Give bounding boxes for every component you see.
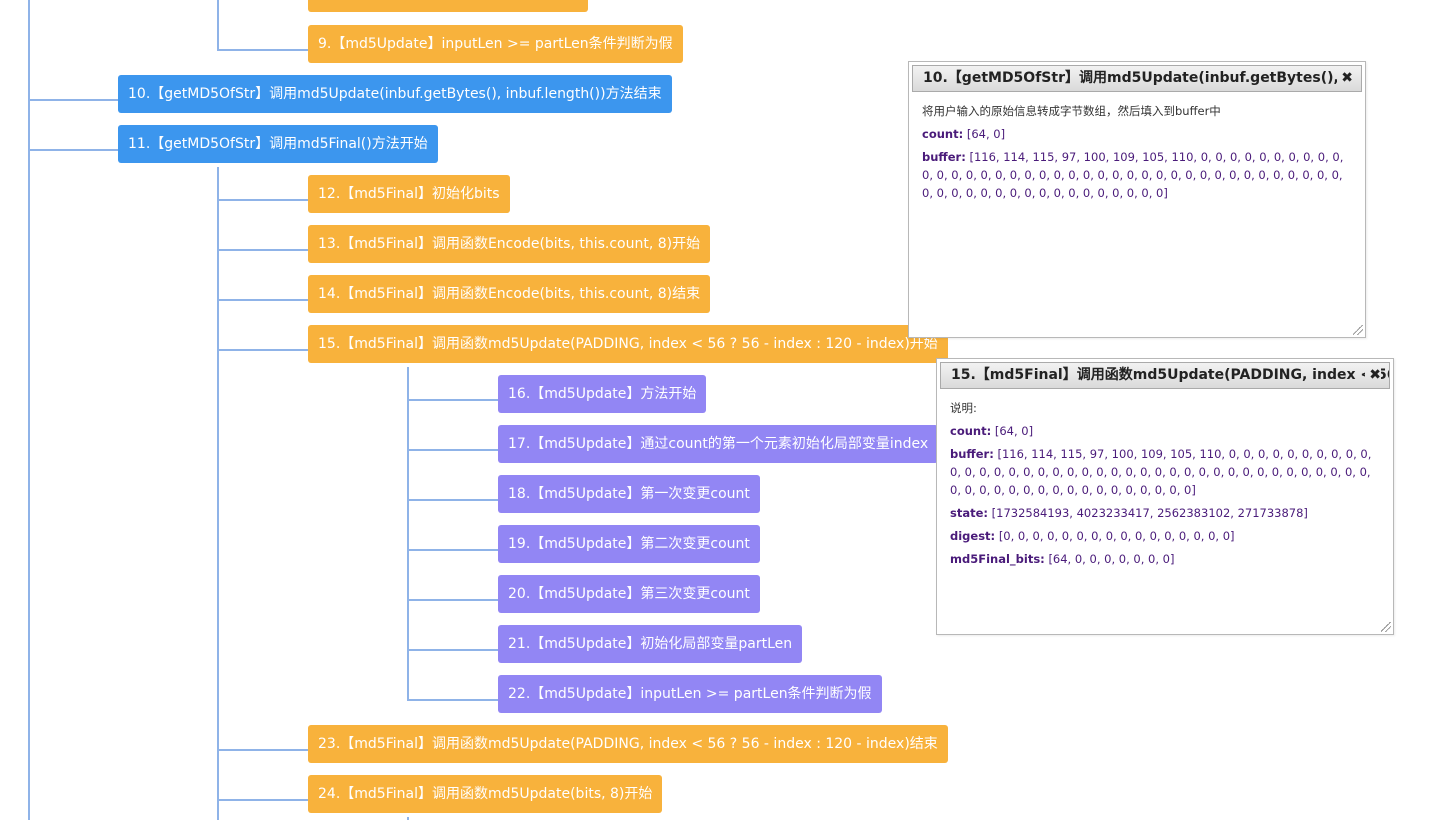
tree-node-19[interactable]: 19.【md5Update】第二次变更count — [498, 525, 760, 563]
tree-node-8[interactable]: 8.【md5Update】... — [308, 0, 588, 12]
connector-12 — [217, 199, 309, 201]
field-md5final-bits: md5Final_bits: [64, 0, 0, 0, 0, 0, 0, 0] — [950, 550, 1380, 568]
connector-23 — [217, 749, 309, 751]
field-key: digest: — [950, 529, 996, 543]
panel-description: 说明: — [950, 401, 977, 415]
tree-node-20[interactable]: 20.【md5Update】第三次变更count — [498, 575, 760, 613]
tree-node-11[interactable]: 11.【getMD5OfStr】调用md5Final()方法开始 — [118, 125, 438, 163]
detail-panel-15: 15.【md5Final】调用函数md5Update(PADDING, inde… — [936, 358, 1394, 635]
close-icon[interactable]: ✖ — [1365, 363, 1381, 388]
detail-panel-15-body: 说明: count: [64, 0] buffer: [116, 114, 11… — [950, 399, 1380, 573]
connector-24 — [217, 799, 309, 801]
connector-15 — [217, 349, 309, 351]
tree-node-9[interactable]: 9.【md5Update】inputLen >= partLen条件判断为假 — [308, 25, 683, 63]
branch-line-level3-b — [407, 817, 409, 820]
tree-trunk-line — [28, 0, 30, 820]
field-count: count: [64, 0] — [950, 422, 1380, 440]
field-key: count: — [922, 127, 964, 141]
tree-node-15[interactable]: 15.【md5Final】调用函数md5Update(PADDING, inde… — [308, 325, 948, 363]
field-value: [64, 0, 0, 0, 0, 0, 0, 0] — [1048, 552, 1175, 566]
tree-node-21[interactable]: 21.【md5Update】初始化局部变量partLen — [498, 625, 803, 663]
field-value: [116, 114, 115, 97, 100, 109, 105, 110, … — [922, 150, 1344, 200]
field-value: [64, 0] — [966, 127, 1006, 141]
tree-node-16[interactable]: 16.【md5Update】方法开始 — [498, 375, 707, 413]
detail-panel-10-title: 10.【getMD5OfStr】调用md5Update(inbuf.getByt… — [923, 70, 1339, 86]
detail-panel-15-titlebar[interactable]: 15.【md5Final】调用函数md5Update(PADDING, inde… — [940, 362, 1390, 389]
field-value: [64, 0] — [994, 424, 1034, 438]
resize-handle-icon[interactable] — [1353, 325, 1363, 335]
tree-node-22[interactable]: 22.【md5Update】inputLen >= partLen条件判断为假 — [498, 675, 882, 713]
branch-line-level2-a — [217, 0, 219, 50]
branch-line-level3 — [407, 367, 409, 700]
field-value: [116, 114, 115, 97, 100, 109, 105, 110, … — [950, 447, 1372, 497]
field-state: state: [1732584193, 4023233417, 25623831… — [950, 504, 1380, 522]
tree-node-12[interactable]: 12.【md5Final】初始化bits — [308, 175, 510, 213]
connector-22 — [407, 699, 499, 701]
connector-21 — [407, 649, 499, 651]
connector-17 — [407, 449, 499, 451]
branch-line-level2-b — [217, 167, 219, 820]
connector-11 — [28, 149, 118, 151]
connector-20 — [407, 599, 499, 601]
tree-node-13[interactable]: 13.【md5Final】调用函数Encode(bits, this.count… — [308, 225, 711, 263]
panel-description: 将用户输入的原始信息转成字节数组，然后填入到buffer中 — [922, 104, 1221, 118]
close-icon[interactable]: ✖ — [1337, 66, 1353, 91]
resize-handle-icon[interactable] — [1381, 622, 1391, 632]
tree-node-10[interactable]: 10.【getMD5OfStr】调用md5Update(inbuf.getByt… — [118, 75, 672, 113]
field-key: count: — [950, 424, 992, 438]
field-value: [1732584193, 4023233417, 2562383102, 271… — [991, 506, 1308, 520]
field-key: state: — [950, 506, 988, 520]
detail-panel-10-body: 将用户输入的原始信息转成字节数组，然后填入到buffer中 count: [64… — [922, 102, 1352, 207]
field-key: buffer: — [922, 150, 966, 164]
field-key: buffer: — [950, 447, 994, 461]
connector-13 — [217, 249, 309, 251]
detail-panel-10-titlebar[interactable]: 10.【getMD5OfStr】调用md5Update(inbuf.getByt… — [912, 65, 1362, 92]
field-value: [0, 0, 0, 0, 0, 0, 0, 0, 0, 0, 0, 0, 0, … — [998, 529, 1235, 543]
connector-9 — [217, 49, 309, 51]
field-buffer: buffer: [116, 114, 115, 97, 100, 109, 10… — [922, 148, 1352, 202]
tree-node-23[interactable]: 23.【md5Final】调用函数md5Update(PADDING, inde… — [308, 725, 948, 763]
connector-19 — [407, 549, 499, 551]
tree-node-14[interactable]: 14.【md5Final】调用函数Encode(bits, this.count… — [308, 275, 711, 313]
field-buffer: buffer: [116, 114, 115, 97, 100, 109, 10… — [950, 445, 1380, 499]
field-digest: digest: [0, 0, 0, 0, 0, 0, 0, 0, 0, 0, 0… — [950, 527, 1380, 545]
connector-10 — [28, 99, 118, 101]
tree-node-24[interactable]: 24.【md5Final】调用函数md5Update(bits, 8)开始 — [308, 775, 663, 813]
field-key: md5Final_bits: — [950, 552, 1045, 566]
tree-node-18[interactable]: 18.【md5Update】第一次变更count — [498, 475, 760, 513]
field-count: count: [64, 0] — [922, 125, 1352, 143]
connector-18 — [407, 499, 499, 501]
tree-node-17[interactable]: 17.【md5Update】通过count的第一个元素初始化局部变量index — [498, 425, 939, 463]
detail-panel-15-title: 15.【md5Final】调用函数md5Update(PADDING, inde… — [951, 367, 1390, 383]
detail-panel-10: 10.【getMD5OfStr】调用md5Update(inbuf.getByt… — [908, 61, 1366, 338]
connector-16 — [407, 399, 499, 401]
connector-14 — [217, 299, 309, 301]
